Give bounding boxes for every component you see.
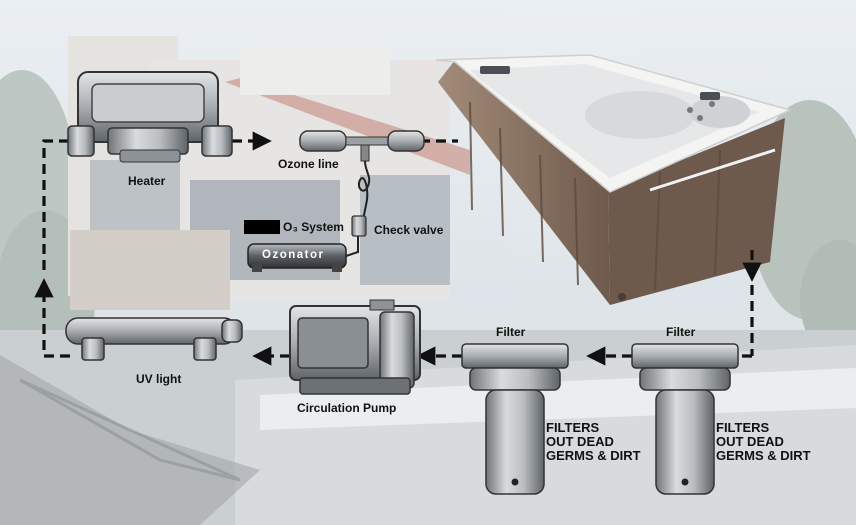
ozonator-label: Ozonator [262,249,325,261]
ozone-line-label: Ozone line [278,157,339,171]
uv-light-label: UV light [136,372,182,386]
check-valve-label: Check valve [374,223,444,237]
filter-right-note-line: GERMS & DIRT [716,448,811,463]
swim-spa [435,54,793,305]
filter-right-note-line: FILTERS [716,420,770,435]
filter-left-note-line: GERMS & DIRT [546,448,641,463]
filter-left [461,343,569,495]
ozone-line [299,130,425,229]
flow-left-up [42,139,68,270]
filter-left-note-line: FILTERS [546,420,600,435]
circulation-pump-label: Circulation Pump [297,401,397,415]
o3-system-label: O₃ System [283,220,344,234]
filter-right-label: Filter [666,325,696,339]
filter-left-label: Filter [496,325,526,339]
circulation-pump [289,299,421,395]
ozonator [247,243,347,272]
uv-light [65,317,243,361]
redacted-mark [244,220,280,234]
filter-right-note: FILTERS OUT DEAD GERMS & DIRT [716,421,811,463]
heater-label: Heater [128,174,166,188]
filter-left-note-line: OUT DEAD [546,434,614,449]
filter-right [631,343,739,495]
check-valve [345,215,367,257]
filter-right-note-line: OUT DEAD [716,434,784,449]
heater [67,71,233,163]
filter-left-note: FILTERS OUT DEAD GERMS & DIRT [546,421,641,463]
flow-uv-to-left [34,278,70,358]
